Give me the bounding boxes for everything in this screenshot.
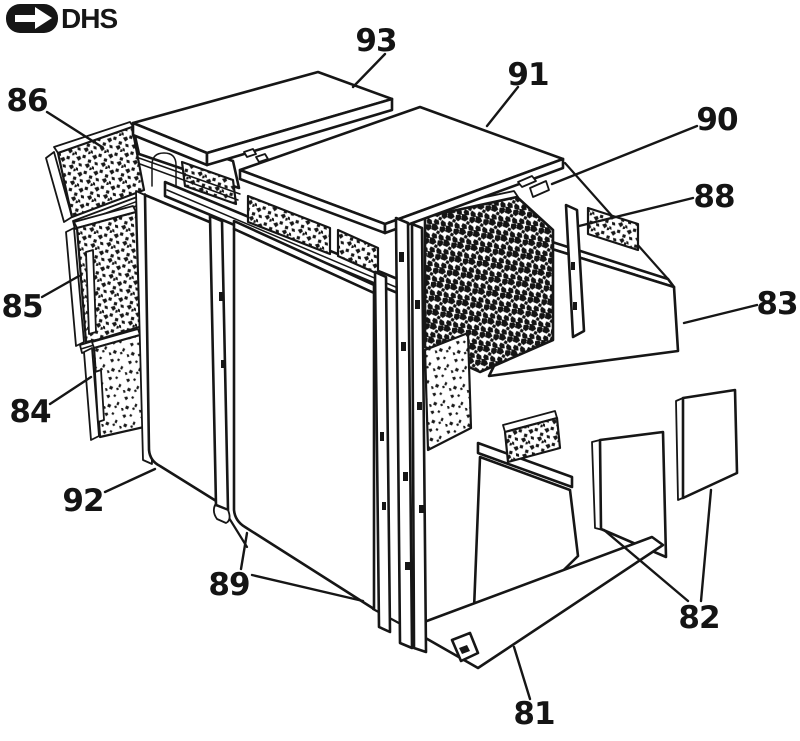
part-label-82: 82: [678, 600, 719, 636]
leader-line-89: [250, 573, 365, 603]
leader-line-91: [485, 85, 520, 128]
leader-line-84: [48, 375, 93, 406]
part-label-88: 88: [693, 179, 734, 215]
leader-line-85: [40, 274, 81, 299]
dhs-logo: DHS: [6, 2, 118, 34]
arrow-right-icon: [6, 4, 58, 33]
part-label-86: 86: [6, 83, 47, 119]
part-label-83: 83: [756, 286, 797, 322]
panel-86: [45, 121, 146, 223]
insulation-block-small: [502, 410, 562, 464]
part-label-92: 92: [62, 483, 103, 519]
panel-89: [232, 219, 376, 611]
panel-85: [65, 205, 142, 347]
leader-line-86: [45, 110, 104, 149]
leader-line-93: [351, 52, 387, 89]
panel-84: [83, 328, 146, 441]
top-panel-91: [238, 105, 565, 235]
logo-brand-text: DHS: [61, 2, 118, 34]
front-foot: [450, 631, 480, 663]
leader-line-81: [512, 645, 532, 701]
front-post-left: [208, 214, 231, 524]
part-label-90: 90: [696, 102, 738, 138]
leader-line-89: [239, 531, 249, 571]
part-labels: 81 82 83 84 85 86 88 89 90 91 92 93: [1, 23, 798, 732]
strip-88: [564, 203, 640, 339]
part-label-91: 91: [507, 57, 548, 93]
part-label-84: 84: [9, 394, 51, 430]
part-label-81: 81: [513, 696, 554, 732]
insulation-block-dense: [423, 190, 555, 452]
panel-92: [135, 190, 249, 549]
leader-line-92: [103, 467, 157, 494]
leader-line-88: [577, 196, 695, 228]
bracket-90: [517, 175, 550, 198]
leader-line-82: [699, 488, 713, 603]
leader-line-90: [550, 124, 699, 186]
leader-line-83: [682, 303, 759, 325]
front-post-right: [373, 270, 392, 634]
panel-82-right: [675, 388, 739, 501]
part-label-93: 93: [355, 23, 396, 59]
leader-line-82: [602, 528, 690, 603]
part-label-89: 89: [208, 567, 249, 603]
part-label-85: 85: [1, 289, 42, 325]
corner-post: [394, 216, 428, 654]
